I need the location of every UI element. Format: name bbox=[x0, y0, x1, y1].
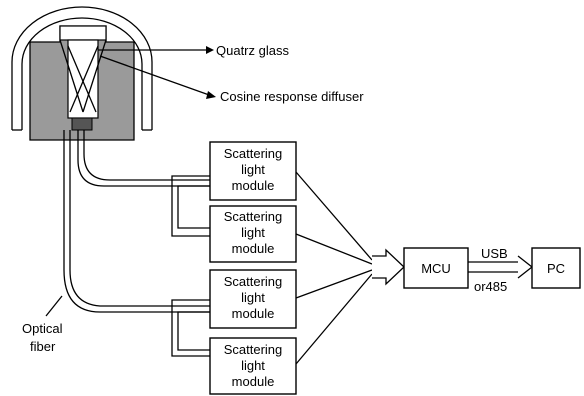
label-or485: or485 bbox=[474, 279, 507, 294]
svg-text:MCU: MCU bbox=[421, 261, 451, 276]
fiber-label-leader bbox=[45, 295, 63, 317]
pc-box: PC bbox=[531, 247, 581, 289]
cosine-response-diffuser bbox=[59, 25, 107, 41]
svg-text:Scattering: Scattering bbox=[224, 146, 283, 161]
scattering-module-1: Scattering light module bbox=[209, 141, 297, 201]
callout-leaders bbox=[98, 46, 216, 99]
svg-text:light: light bbox=[241, 225, 265, 240]
svg-text:light: light bbox=[241, 358, 265, 373]
scattering-module-3: Scattering light module bbox=[209, 269, 297, 329]
quartz-dome-outer bbox=[11, 6, 153, 130]
scattering-module-2: Scattering light module bbox=[209, 205, 297, 263]
svg-text:module: module bbox=[232, 241, 275, 256]
svg-text:Scattering: Scattering bbox=[224, 342, 283, 357]
fiber-branches bbox=[171, 175, 210, 357]
label-cosine-diffuser: Cosine response diffuser bbox=[220, 89, 364, 104]
label-usb: USB bbox=[481, 246, 508, 261]
sensor-head bbox=[11, 6, 153, 141]
svg-text:light: light bbox=[241, 290, 265, 305]
svg-text:module: module bbox=[232, 374, 275, 389]
label-optical: Optical bbox=[22, 321, 63, 336]
svg-text:module: module bbox=[232, 178, 275, 193]
scattering-module-4: Scattering light module bbox=[209, 337, 297, 395]
label-fiber: fiber bbox=[30, 339, 56, 354]
svg-text:Scattering: Scattering bbox=[224, 274, 283, 289]
svg-text:PC: PC bbox=[547, 261, 565, 276]
svg-text:module: module bbox=[232, 306, 275, 321]
mcu-box: MCU bbox=[403, 247, 469, 289]
label-quartz-glass: Quatrz glass bbox=[216, 43, 289, 58]
svg-text:light: light bbox=[241, 162, 265, 177]
optical-fiber bbox=[63, 130, 210, 313]
quartz-dome-inner bbox=[21, 17, 143, 130]
fiber-connector bbox=[71, 117, 93, 131]
signal-convergence bbox=[295, 171, 405, 365]
converge-arrow bbox=[372, 248, 405, 286]
svg-text:Scattering: Scattering bbox=[224, 209, 283, 224]
